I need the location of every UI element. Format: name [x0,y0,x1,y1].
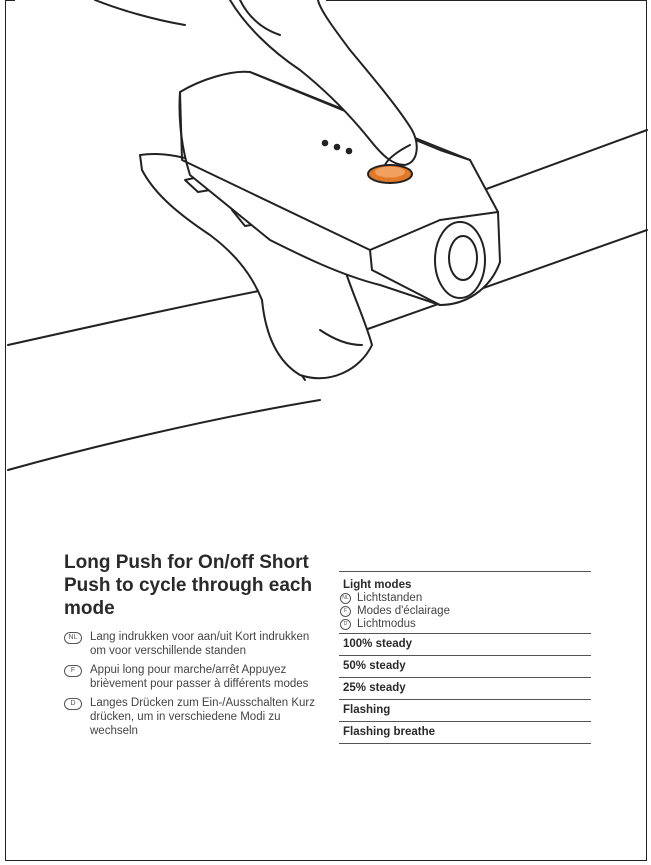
lang-badge-nl: NL [64,632,82,644]
modes-heading: Light modes [343,579,412,591]
mode-row: 50% steady [339,655,591,677]
frame-top-right [326,0,647,1]
divider [339,743,591,744]
lang-badge-f: F [64,665,82,677]
bike-light-illustration [7,0,648,471]
mode-row: Flashing [339,699,591,721]
instruction-text-d: Langes Drücken zum Ein-/Ausschalten Kurz… [90,697,315,737]
lang-badge-nl: NL [340,593,351,604]
modes-heading-f: F Modes d'éclairage [339,605,591,618]
mode-row: Flashing breathe [339,721,591,743]
mode-row: 25% steady [339,677,591,699]
instruction-text-nl: Lang indrukken voor aan/uit Kort indrukk… [90,631,310,657]
frame-top-left [5,0,15,1]
modes-heading-d-text: Lichtmodus [357,618,416,630]
modes-heading-f-text: Modes d'éclairage [357,605,450,617]
lang-badge-d: D [340,619,351,630]
page-title: Long Push for On/off Short Push to cycle… [64,552,313,619]
mode-row: 100% steady [339,633,591,655]
divider [339,571,591,572]
handlebar-top-left [7,282,301,346]
instructions-list: NL Lang indrukken voor aan/uit Kort indr… [64,630,324,743]
modes-heading-nl: NL Lichtstanden [339,592,591,605]
page-frame [5,0,647,861]
modes-heading-nl-text: Lichtstanden [357,592,423,604]
light-modes-table: Light modes NL Lichtstanden F Modes d'éc… [339,571,591,744]
instruction-nl: NL Lang indrukken voor aan/uit Kort indr… [64,630,324,658]
lang-badge-d: D [64,698,82,710]
instruction-f: F Appui long pour marche/arrêt Appuyez b… [64,663,324,691]
handlebar-bottom-right [364,229,648,331]
instruction-d: D Langes Drücken zum Ein-/Ausschalten Ku… [64,696,324,738]
handlebar-bottom-left [7,399,321,471]
handlebar-top-right [469,129,648,196]
modes-heading-d: D Lichtmodus [339,618,591,631]
lang-badge-f: F [340,606,351,617]
instruction-text-f: Appui long pour marche/arrêt Appuyez bri… [90,664,309,690]
